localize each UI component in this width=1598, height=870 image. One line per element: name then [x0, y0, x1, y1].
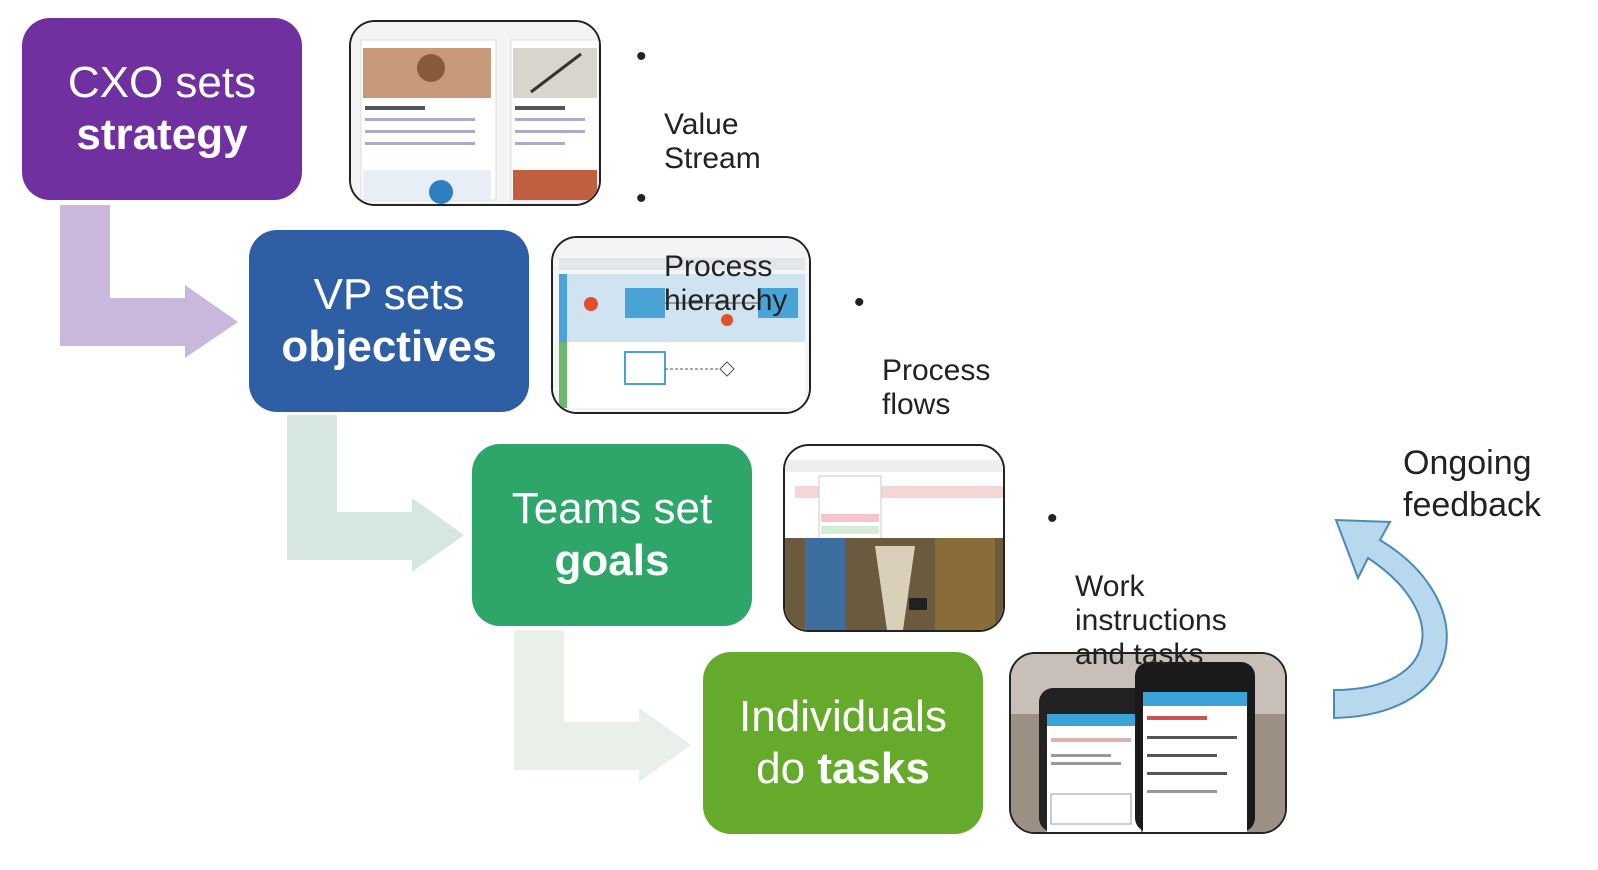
thumbnail-mobile-tasks-image	[1011, 654, 1285, 832]
connector-arrow-2	[287, 415, 464, 572]
bullet-dot: •	[636, 182, 647, 215]
step-cxo-normal: CXO sets	[67, 58, 257, 107]
bullet-work-instructions: Work instructions and tasks	[1075, 570, 1227, 671]
thumbnail-process-map	[551, 236, 811, 414]
step-individuals-normal: do	[756, 744, 806, 793]
thumbnail-value-stream	[349, 20, 601, 206]
bullet-process-hierarchy: Process hierarchy	[664, 250, 788, 317]
bullet-item: • Work instructions and tasks	[1047, 502, 1227, 672]
connector-arrow-1	[60, 205, 238, 358]
thumbnail-work-instructions-image	[785, 446, 1003, 630]
thumbnail-mobile-tasks	[1009, 652, 1287, 834]
thumbnail-process-map-image	[553, 238, 809, 412]
bullet-dot: •	[1047, 502, 1058, 535]
bullet-process-flows: Process flows	[882, 354, 991, 421]
feedback-arrow	[1333, 518, 1448, 720]
step-vp-bold: objectives	[281, 322, 497, 371]
bullet-dot: •	[636, 40, 647, 73]
bullet-item: • Value Stream	[636, 40, 787, 176]
step-teams-normal: Teams set	[511, 484, 713, 533]
connector-arrow-3	[514, 630, 691, 782]
step-vp-normal: VP sets	[313, 270, 465, 319]
bullets-strategy: • Value Stream • Process hierarchy	[636, 40, 787, 324]
thumbnail-value-stream-image	[351, 22, 599, 204]
step-individuals-prefix: Individuals	[739, 692, 947, 741]
step-teams-bold: goals	[554, 536, 670, 585]
step-individuals-bold: tasks	[817, 744, 930, 793]
step-teams-goals: Teams set goals	[472, 444, 752, 626]
bullet-dot: •	[854, 286, 865, 319]
bullet-item: • Process flows	[854, 286, 990, 422]
step-vp-objectives: VP sets objectives	[249, 230, 529, 412]
step-cxo-strategy: CXO sets strategy	[22, 18, 302, 200]
bullets-objectives: • Process flows	[854, 286, 990, 428]
feedback-label: Ongoing feedback	[1403, 444, 1541, 524]
thumbnail-work-instructions	[783, 444, 1005, 632]
bullet-value-stream: Value Stream	[664, 108, 761, 175]
step-individuals-tasks: Individuals do tasks	[703, 652, 983, 834]
bullet-item: • Process hierarchy	[636, 182, 787, 318]
step-cxo-bold: strategy	[76, 110, 248, 159]
step-individuals-line2: do tasks	[756, 743, 930, 795]
bullets-goals: • Work instructions and tasks	[1047, 502, 1227, 678]
